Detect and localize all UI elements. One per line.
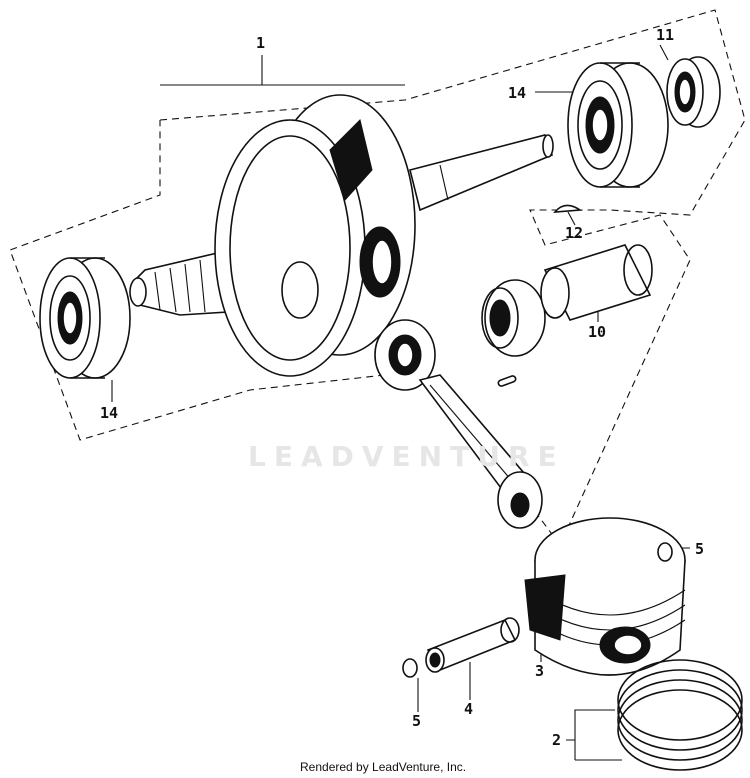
crank-pin [540,244,653,321]
callout-14-right: 14 [508,84,527,102]
woodruff-key [553,204,583,213]
callout-4: 4 [464,700,474,718]
right-bearing [567,62,669,188]
crank-flywheels [214,94,416,377]
leader-lines [111,44,690,761]
watermark: LEADVENTURE [248,440,565,473]
left-bearing [39,257,131,379]
callout-1: 1 [256,34,266,52]
callout-10: 10 [588,323,607,341]
piston-pin [425,617,520,673]
callout-5-right: 5 [695,540,705,558]
piston-rings [617,659,743,771]
connecting-rod [374,319,543,529]
footer-credit: Rendered by LeadVenture, Inc. [300,760,467,774]
callout-14-left: 14 [100,404,119,422]
circlip-right [657,542,673,562]
piston [524,517,686,676]
circlip-left [402,658,418,678]
callout-5-left: 5 [412,712,422,730]
callout-3: 3 [535,662,545,680]
small-pin [497,375,517,387]
needle-bearing [481,279,546,357]
callout-12: 12 [565,224,584,242]
sprocket [666,56,721,128]
callout-2: 2 [552,731,562,749]
right-taper-shaft [409,134,554,212]
callout-11: 11 [656,26,675,44]
crankshaft-group-boundary [9,9,746,547]
